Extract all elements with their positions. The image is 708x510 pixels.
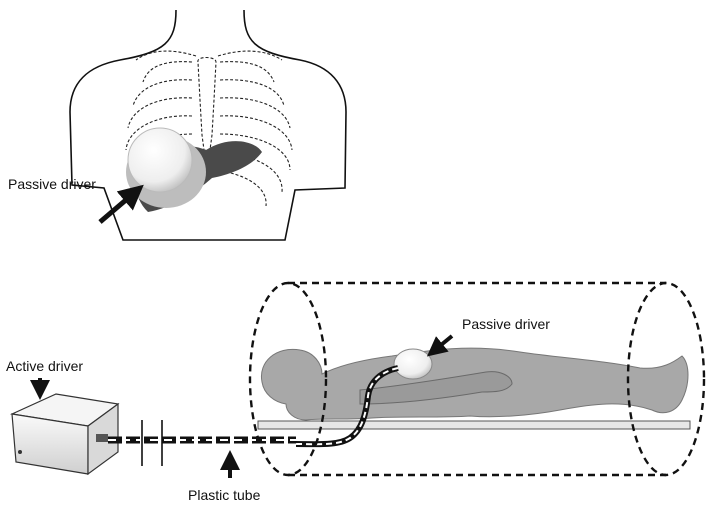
mri-setup <box>248 281 706 477</box>
label-passive-driver-body: Passive driver <box>462 316 550 332</box>
patient-arm <box>359 371 513 405</box>
plastic-tube <box>108 420 296 478</box>
bore-front-ring <box>248 281 328 477</box>
sternum <box>197 56 217 151</box>
label-plastic-tube: Plastic tube <box>188 487 261 503</box>
active-driver-led <box>18 450 22 454</box>
label-active-driver: Active driver <box>6 358 84 374</box>
patient-table <box>257 420 691 430</box>
arrow-passive-driver-chest <box>98 184 144 224</box>
active-driver-unit <box>9 378 120 476</box>
torso-illustration <box>69 9 347 241</box>
label-passive-driver-chest: Passive driver <box>8 176 96 192</box>
arrow-passive-driver-body <box>426 334 454 357</box>
passive-driver-chest <box>127 127 193 193</box>
passive-driver-body <box>393 348 433 380</box>
active-driver-port <box>96 434 108 442</box>
torso-outline <box>69 9 347 241</box>
bore-back-ring <box>626 281 706 477</box>
